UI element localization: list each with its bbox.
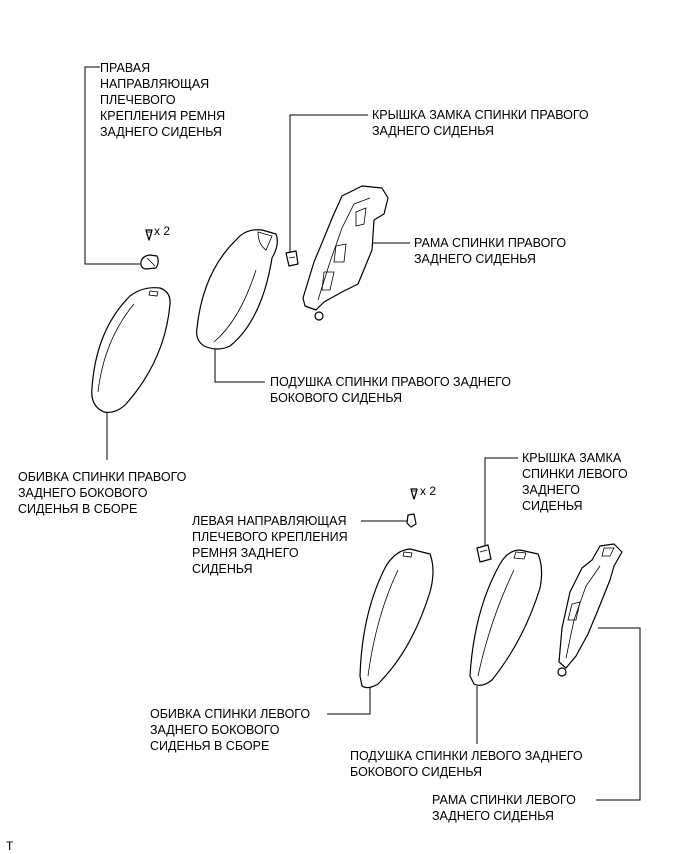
left-shoulder-belt-guide <box>406 513 417 528</box>
leader-left-cover <box>327 686 371 715</box>
right-lock-cover <box>285 250 299 267</box>
leader-right-pad <box>214 346 265 383</box>
leader-right-lock-cover <box>289 114 368 252</box>
clip-icon <box>145 229 153 241</box>
leader-right-guide <box>84 66 140 265</box>
leader-left-frame <box>596 627 641 801</box>
left-lock-cover <box>476 544 492 563</box>
right-shoulder-belt-guide <box>140 254 159 270</box>
quantity-right: x 2 <box>154 224 170 238</box>
label-left-guide: ЛЕВАЯ НАПРАВЛЯЮЩАЯ ПЛЕЧЕВОГО КРЕПЛЕНИЯ Р… <box>192 514 351 576</box>
label-left-pad: ПОДУШКА СПИНКИ ЛЕВОГО ЗАДНЕГО БОКОВОГО С… <box>350 749 586 779</box>
left-seatback-cover <box>359 548 434 689</box>
right-seatback-frame <box>302 185 389 321</box>
label-right-frame: РАМА СПИНКИ ПРАВОГО ЗАДНЕГО СИДЕНЬЯ <box>414 236 570 266</box>
label-right-cover: ОБИВКА СПИНКИ ПРАВОГО ЗАДНЕГО БОКОВОГО С… <box>18 470 190 516</box>
label-left-frame: РАМА СПИНКИ ЛЕВОГО ЗАДНЕГО СИДЕНЬЯ <box>432 793 579 823</box>
label-left-cover: ОБИВКА СПИНКИ ЛЕВОГО ЗАДНЕГО БОКОВОГО СИ… <box>150 707 314 753</box>
clip-icon <box>410 488 418 500</box>
right-seatback-cover <box>91 287 171 413</box>
label-right-pad: ПОДУШКА СПИНКИ ПРАВОГО ЗАДНЕГО БОКОВОГО … <box>270 375 514 405</box>
leader-left-lock-cover <box>484 457 518 545</box>
label-right-lock-cover: КРЫШКА ЗАМКА СПИНКИ ПРАВОГО ЗАДНЕГО СИДЕ… <box>372 108 592 138</box>
left-seatback-pad <box>469 549 543 686</box>
left-seatback-frame <box>557 543 623 677</box>
right-seatback-pad <box>196 229 278 350</box>
quantity-left: x 2 <box>420 484 436 498</box>
leader-lines <box>84 66 641 801</box>
label-left-lock-cover: КРЫШКА ЗАМКА СПИНКИ ЛЕВОГО ЗАДНЕГО СИДЕН… <box>522 451 631 513</box>
corner-mark: T <box>6 839 14 853</box>
label-right-guide: ПРАВАЯ НАПРАВЛЯЮЩАЯ ПЛЕЧЕВОГО КРЕПЛЕНИЯ … <box>100 61 229 139</box>
